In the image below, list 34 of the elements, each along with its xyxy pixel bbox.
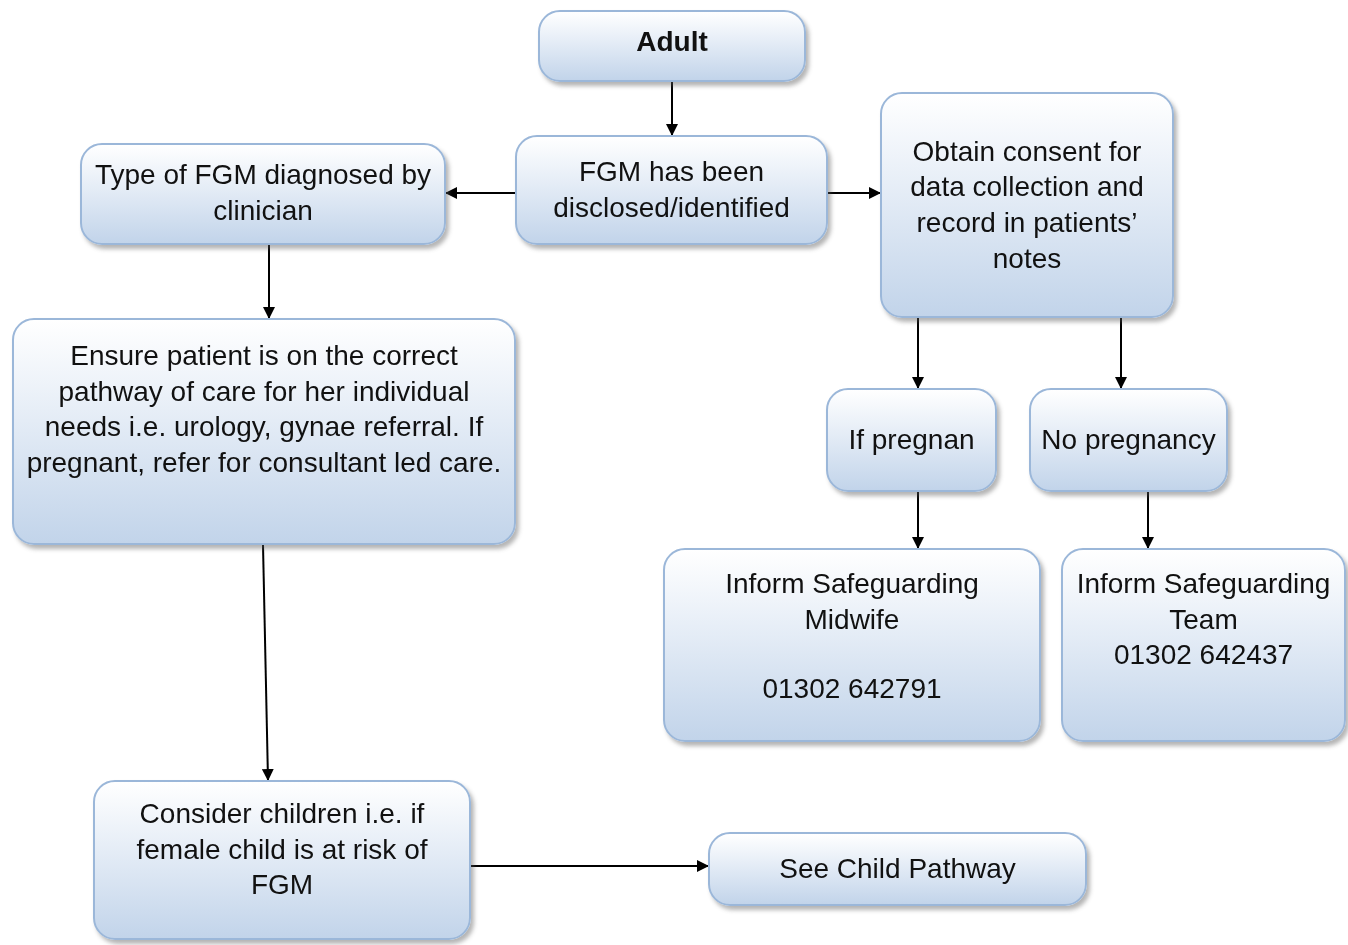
process-box [80, 143, 446, 245]
box-text: If pregnan [848, 423, 975, 458]
box-text: Consider children i.e. if female child is at risk of FGM [135, 797, 429, 903]
box-text: Adult [636, 25, 708, 59]
process-box [1029, 388, 1228, 492]
arrow [1115, 317, 1127, 389]
arrow [261, 544, 274, 781]
arrow [470, 860, 709, 872]
box-text: Inform Safeguarding Team [1075, 567, 1332, 637]
process-box [12, 318, 516, 545]
arrow [445, 187, 516, 199]
box-text: FGM has been disclosed/identified [552, 155, 791, 225]
arrow [1142, 491, 1154, 549]
process-box [93, 780, 471, 940]
box-text: 01302 642437 [1113, 638, 1294, 673]
process-box [880, 92, 1174, 318]
box-text: Obtain consent for data collection and record in patients’ notes [909, 134, 1145, 276]
process-box [663, 548, 1041, 742]
arrow [912, 317, 924, 389]
process-box [826, 388, 997, 492]
arrow [827, 187, 881, 199]
box-text: Inform Safeguarding Midwife [724, 567, 980, 637]
box-text: Ensure patient is on the correct pathway of care for her individual needs i.e. urology, gynae referral. If pregnant, refer for consultant led care. [25, 339, 503, 480]
arrow [263, 244, 275, 319]
process-box [708, 832, 1087, 906]
process-box [538, 10, 806, 82]
arrow [666, 81, 678, 136]
process-box [515, 135, 828, 245]
box-text: See Child Pathway [779, 852, 1016, 887]
box-text: Type of FGM diagnosed by clinician [93, 158, 433, 228]
box-text: No pregnancy [1041, 423, 1216, 458]
box-text: 01302 642791 [762, 672, 942, 707]
process-box [1061, 548, 1346, 742]
arrow [912, 491, 924, 549]
